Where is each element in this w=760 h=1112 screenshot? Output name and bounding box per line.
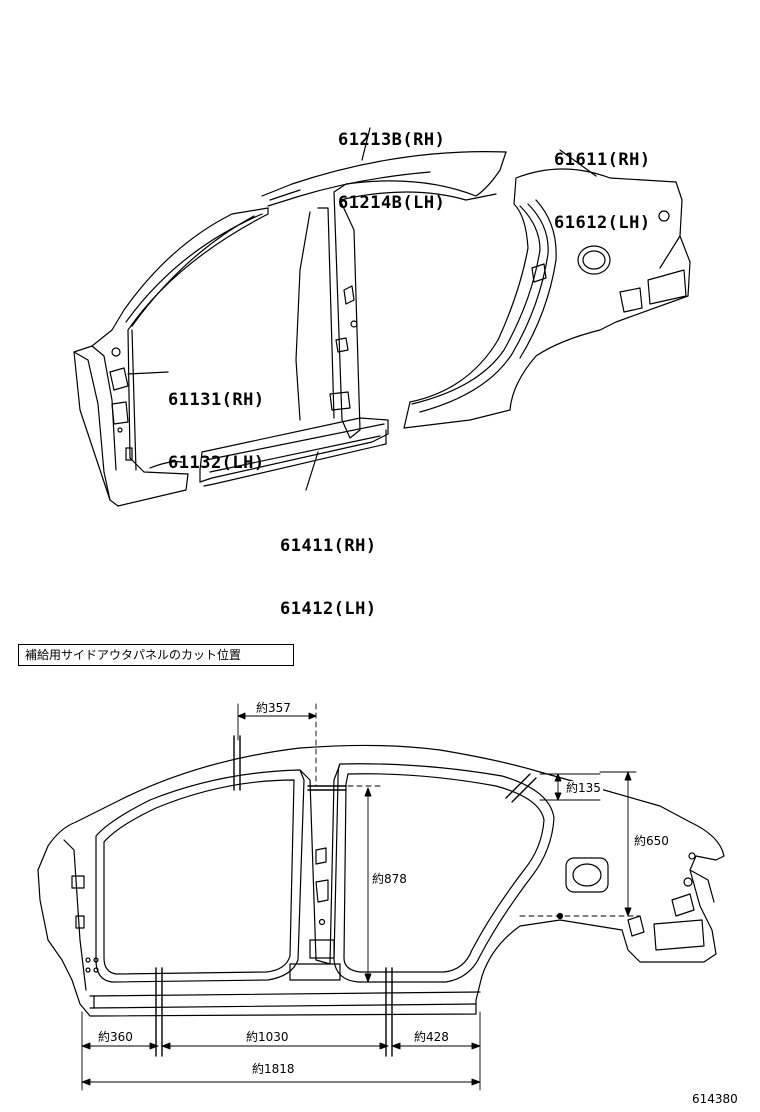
dashed-reference-lines [316, 704, 640, 916]
side-outer-panel-outline [38, 745, 724, 1016]
dimension-lines [82, 704, 636, 1090]
cut-lines [156, 736, 536, 1056]
label-roof-rail-lh: 61214B(LH) [338, 193, 446, 213]
dim-front-section: 約360 [96, 1030, 135, 1044]
label-quarter-panel-rh: 61611(RH) [554, 150, 651, 170]
rocker-panel-part [200, 418, 388, 486]
label-rocker-panel: 61411(RH) 61412(LH) [280, 494, 377, 641]
label-roof-rail: 61213B(RH) 61214B(LH) [338, 88, 445, 235]
dim-quarter-height: 約650 [632, 834, 671, 848]
label-front-pillar: 61131(RH) 61132(LH) [168, 348, 265, 495]
roof-rail-part [262, 152, 506, 438]
label-rocker-panel-rh: 61411(RH) [280, 536, 377, 556]
label-quarter-panel-lh: 61612(LH) [554, 213, 651, 233]
dim-rear-section: 約428 [412, 1030, 451, 1044]
dim-total-length: 約1818 [250, 1062, 297, 1076]
cut-position-caption: 補給用サイドアウタパネルのカット位置 [18, 644, 294, 666]
label-front-pillar-lh: 61132(LH) [168, 453, 265, 473]
label-rocker-panel-lh: 61412(LH) [280, 599, 377, 619]
label-quarter-panel: 61611(RH) 61612(LH) [554, 108, 651, 255]
leader-lines-top [128, 128, 596, 490]
exploded-side-panel-view [74, 128, 690, 506]
label-roof-rail-rh: 61213B(RH) [338, 130, 446, 150]
dim-quarter-top: 約135 [564, 781, 603, 795]
front-pillar-part [74, 208, 268, 506]
label-front-pillar-rh: 61131(RH) [168, 390, 265, 410]
cut-position-view [38, 704, 724, 1090]
dim-roof-cut: 約357 [254, 701, 293, 715]
quarter-panel-part [404, 169, 690, 428]
dim-pillar-height: 約878 [370, 872, 409, 886]
dim-middle-section: 約1030 [244, 1030, 291, 1044]
drawing-number: 614380 [692, 1092, 738, 1106]
